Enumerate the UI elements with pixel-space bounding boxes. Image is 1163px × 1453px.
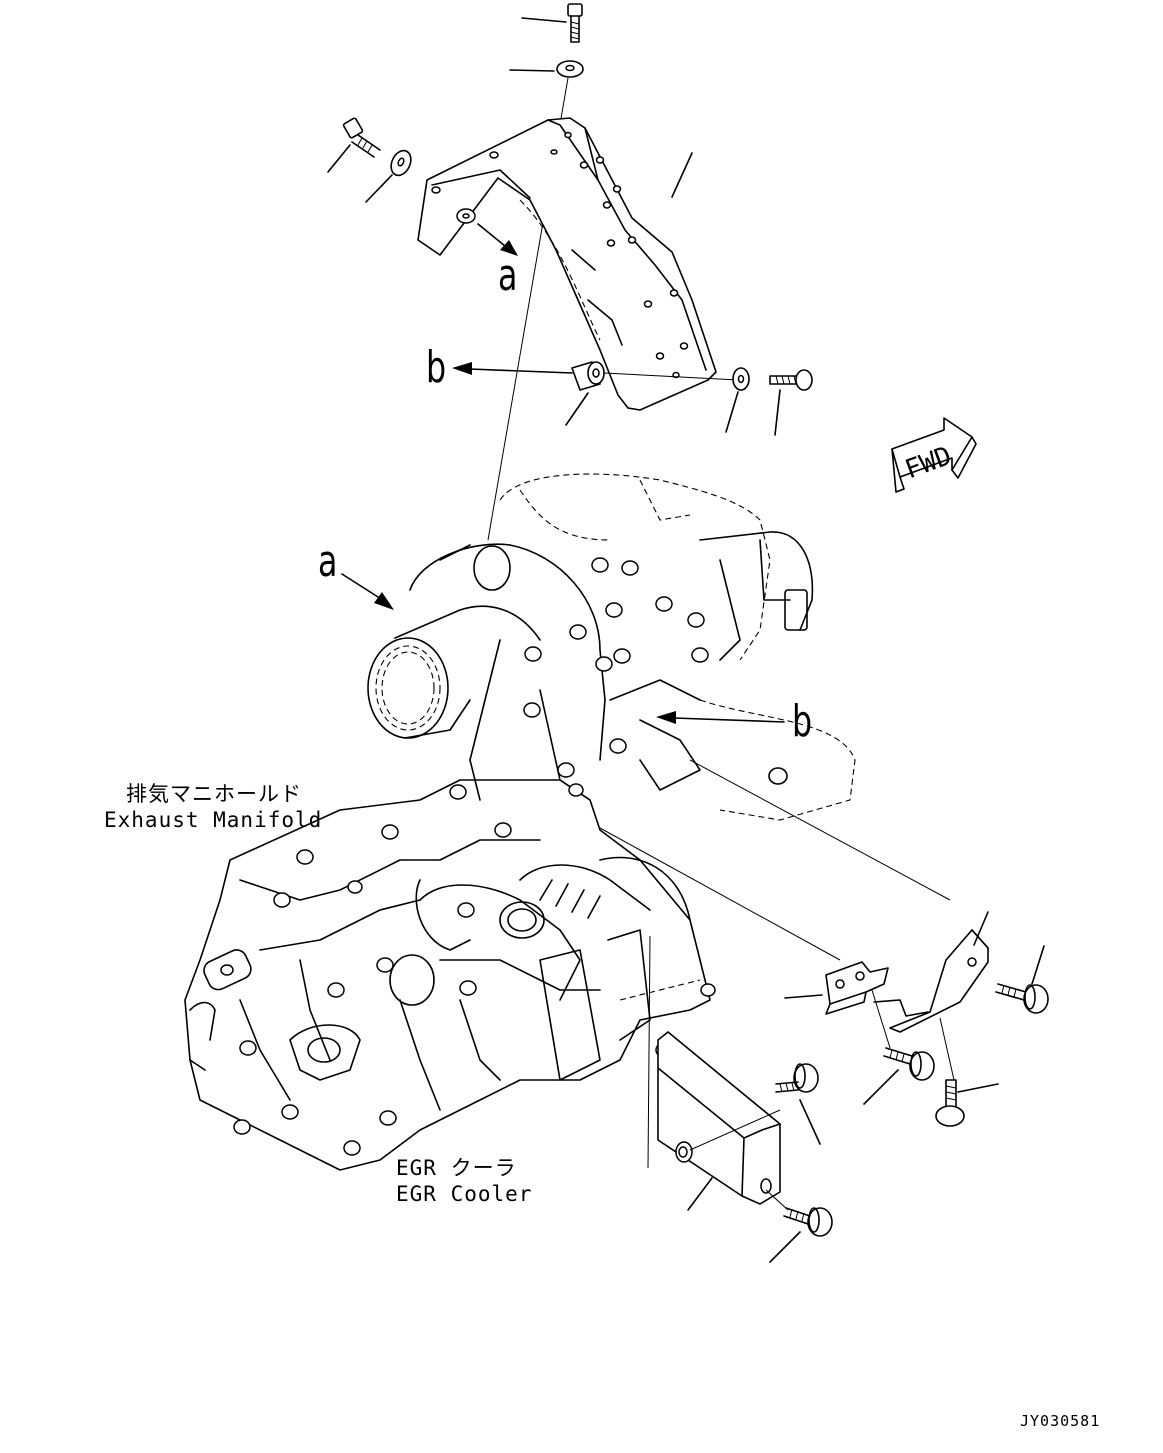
arrow-b-upper — [452, 362, 573, 375]
drawing-code: JY030581 — [1020, 1412, 1101, 1430]
top-bolt — [521, 3, 583, 43]
left-bolt — [327, 117, 381, 173]
left-washer — [365, 149, 412, 203]
callout-b-upper: b — [426, 342, 447, 393]
assembly-line-bracket-2 — [689, 759, 951, 901]
spacer-b — [565, 361, 605, 426]
exhaust-manifold-label-jp: 排気マニホールド — [126, 782, 302, 806]
turbocharger-assembly — [367, 473, 856, 821]
bracket-right-washer — [725, 367, 750, 433]
callout-a-lower: a — [318, 536, 338, 587]
egr-cooler-label-en: EGR Cooler — [396, 1182, 533, 1206]
callout-a-upper: a — [498, 250, 518, 301]
small-bracket — [784, 961, 891, 1049]
engine-bolts — [233, 783, 716, 1156]
exhaust-manifold-label-en: Exhaust Manifold — [104, 808, 323, 832]
heat-shield-bracket — [417, 117, 717, 411]
assembly-line-bracket-1 — [599, 827, 841, 961]
right-bolt-lower — [935, 1079, 999, 1127]
top-washer — [509, 60, 584, 78]
angled-bracket — [873, 911, 989, 1081]
arrow-b-lower — [656, 711, 785, 724]
arrow-a-lower — [341, 573, 394, 610]
fwd-arrow: FWD — [891, 417, 977, 493]
turbo-bolts — [523, 557, 709, 778]
callout-b-lower: b — [792, 696, 813, 747]
arrow-a-upper — [477, 223, 518, 256]
cover-bolt-upper — [775, 1063, 821, 1145]
bracket-right-bolt — [769, 369, 813, 436]
assembly-line-cover — [647, 935, 651, 1169]
engine-block — [184, 779, 716, 1171]
cover-plate — [657, 1031, 781, 1211]
right-bolt-middle — [863, 1047, 935, 1105]
cover-bolt-lower — [765, 1189, 833, 1263]
right-bolt-upper — [995, 945, 1049, 1014]
egr-cooler-label-jp: EGR クーラ — [396, 1156, 517, 1180]
assembly-line-spacer — [603, 372, 739, 381]
